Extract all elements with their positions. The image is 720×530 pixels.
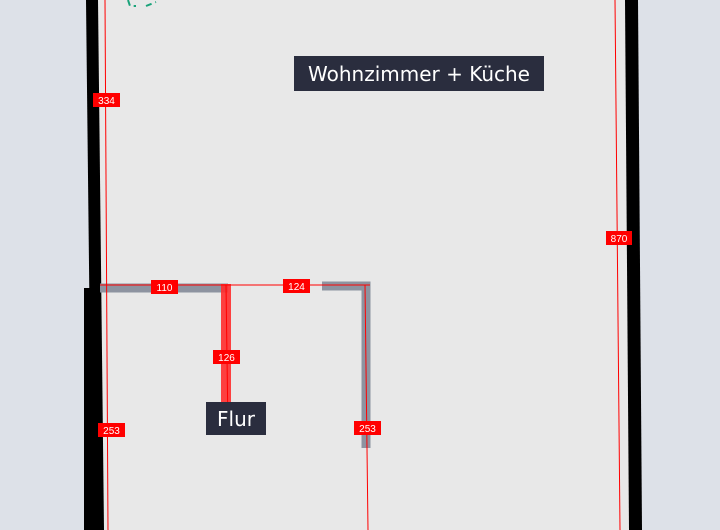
svg-text:253: 253 — [103, 426, 120, 437]
dim-label-right-partition: 253 — [354, 421, 381, 435]
svg-text:334: 334 — [98, 96, 115, 107]
svg-text:Wohnzimmer + Küche: Wohnzimmer + Küche — [308, 62, 530, 86]
dim-label-top-left-partition: 110 — [151, 280, 178, 294]
corner-marker-icon — [127, 0, 157, 7]
outer-wall-right[interactable] — [625, 0, 642, 530]
svg-text:126: 126 — [218, 353, 235, 364]
dim-label-top-middle: 124 — [283, 279, 310, 293]
svg-text:870: 870 — [611, 234, 628, 245]
dim-label-left-upper: 334 — [93, 93, 120, 107]
svg-text:253: 253 — [359, 424, 376, 435]
outer-wall-notch — [84, 288, 100, 530]
svg-text:124: 124 — [288, 282, 305, 293]
room-label-wohnzimmer-kueche[interactable]: Wohnzimmer + Küche — [294, 56, 544, 91]
dim-label-vertical-partition: 126 — [213, 350, 240, 364]
dim-label-left-lower: 253 — [98, 423, 125, 437]
svg-text:Flur: Flur — [217, 407, 256, 431]
dim-label-right: 870 — [606, 231, 632, 245]
svg-text:110: 110 — [157, 283, 173, 294]
room-label-flur[interactable]: Flur — [206, 402, 266, 435]
